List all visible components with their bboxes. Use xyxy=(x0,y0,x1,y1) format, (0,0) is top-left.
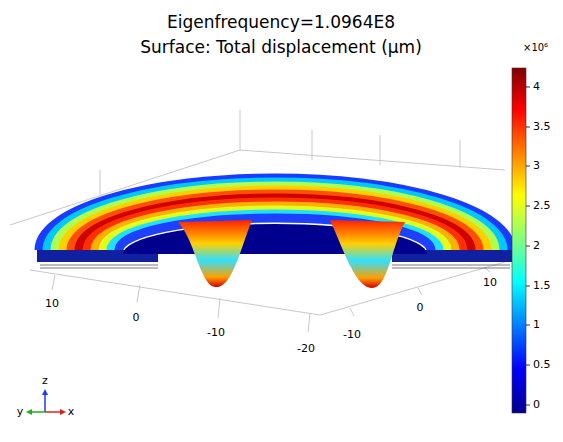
axis-tick: 0 xyxy=(417,302,424,314)
colorbar-tick: 0.5 xyxy=(533,359,551,371)
colorbar-tick: 2 xyxy=(533,240,540,252)
axis-label: y xyxy=(17,406,24,418)
colorbar-tick: 1.5 xyxy=(533,280,551,292)
axis-label: z xyxy=(42,375,48,387)
plot-subtitle: Surface: Total displacement (μm) xyxy=(140,38,422,57)
colorbar-exponent: ×10⁶ xyxy=(523,42,548,53)
colorbar-tick: 4 xyxy=(533,81,540,93)
colorbar-tick: 0 xyxy=(533,399,540,411)
colorbar-tick: 2.5 xyxy=(533,200,551,212)
axis-tick: -10 xyxy=(207,327,225,339)
colorbar-tick: 3 xyxy=(533,160,540,172)
axis-tick: 10 xyxy=(483,277,497,289)
plot-title: Eigenfrequency=1.0964E8 xyxy=(167,13,395,32)
axis-tick: -10 xyxy=(343,329,361,341)
colorbar-tick: 3.5 xyxy=(533,121,551,133)
axis-label: x xyxy=(68,406,75,418)
axis-tick: 10 xyxy=(45,298,59,310)
colorbar-tick: 1 xyxy=(533,319,540,331)
axis-tick: -20 xyxy=(297,343,315,355)
axis-tick: 0 xyxy=(133,312,140,324)
